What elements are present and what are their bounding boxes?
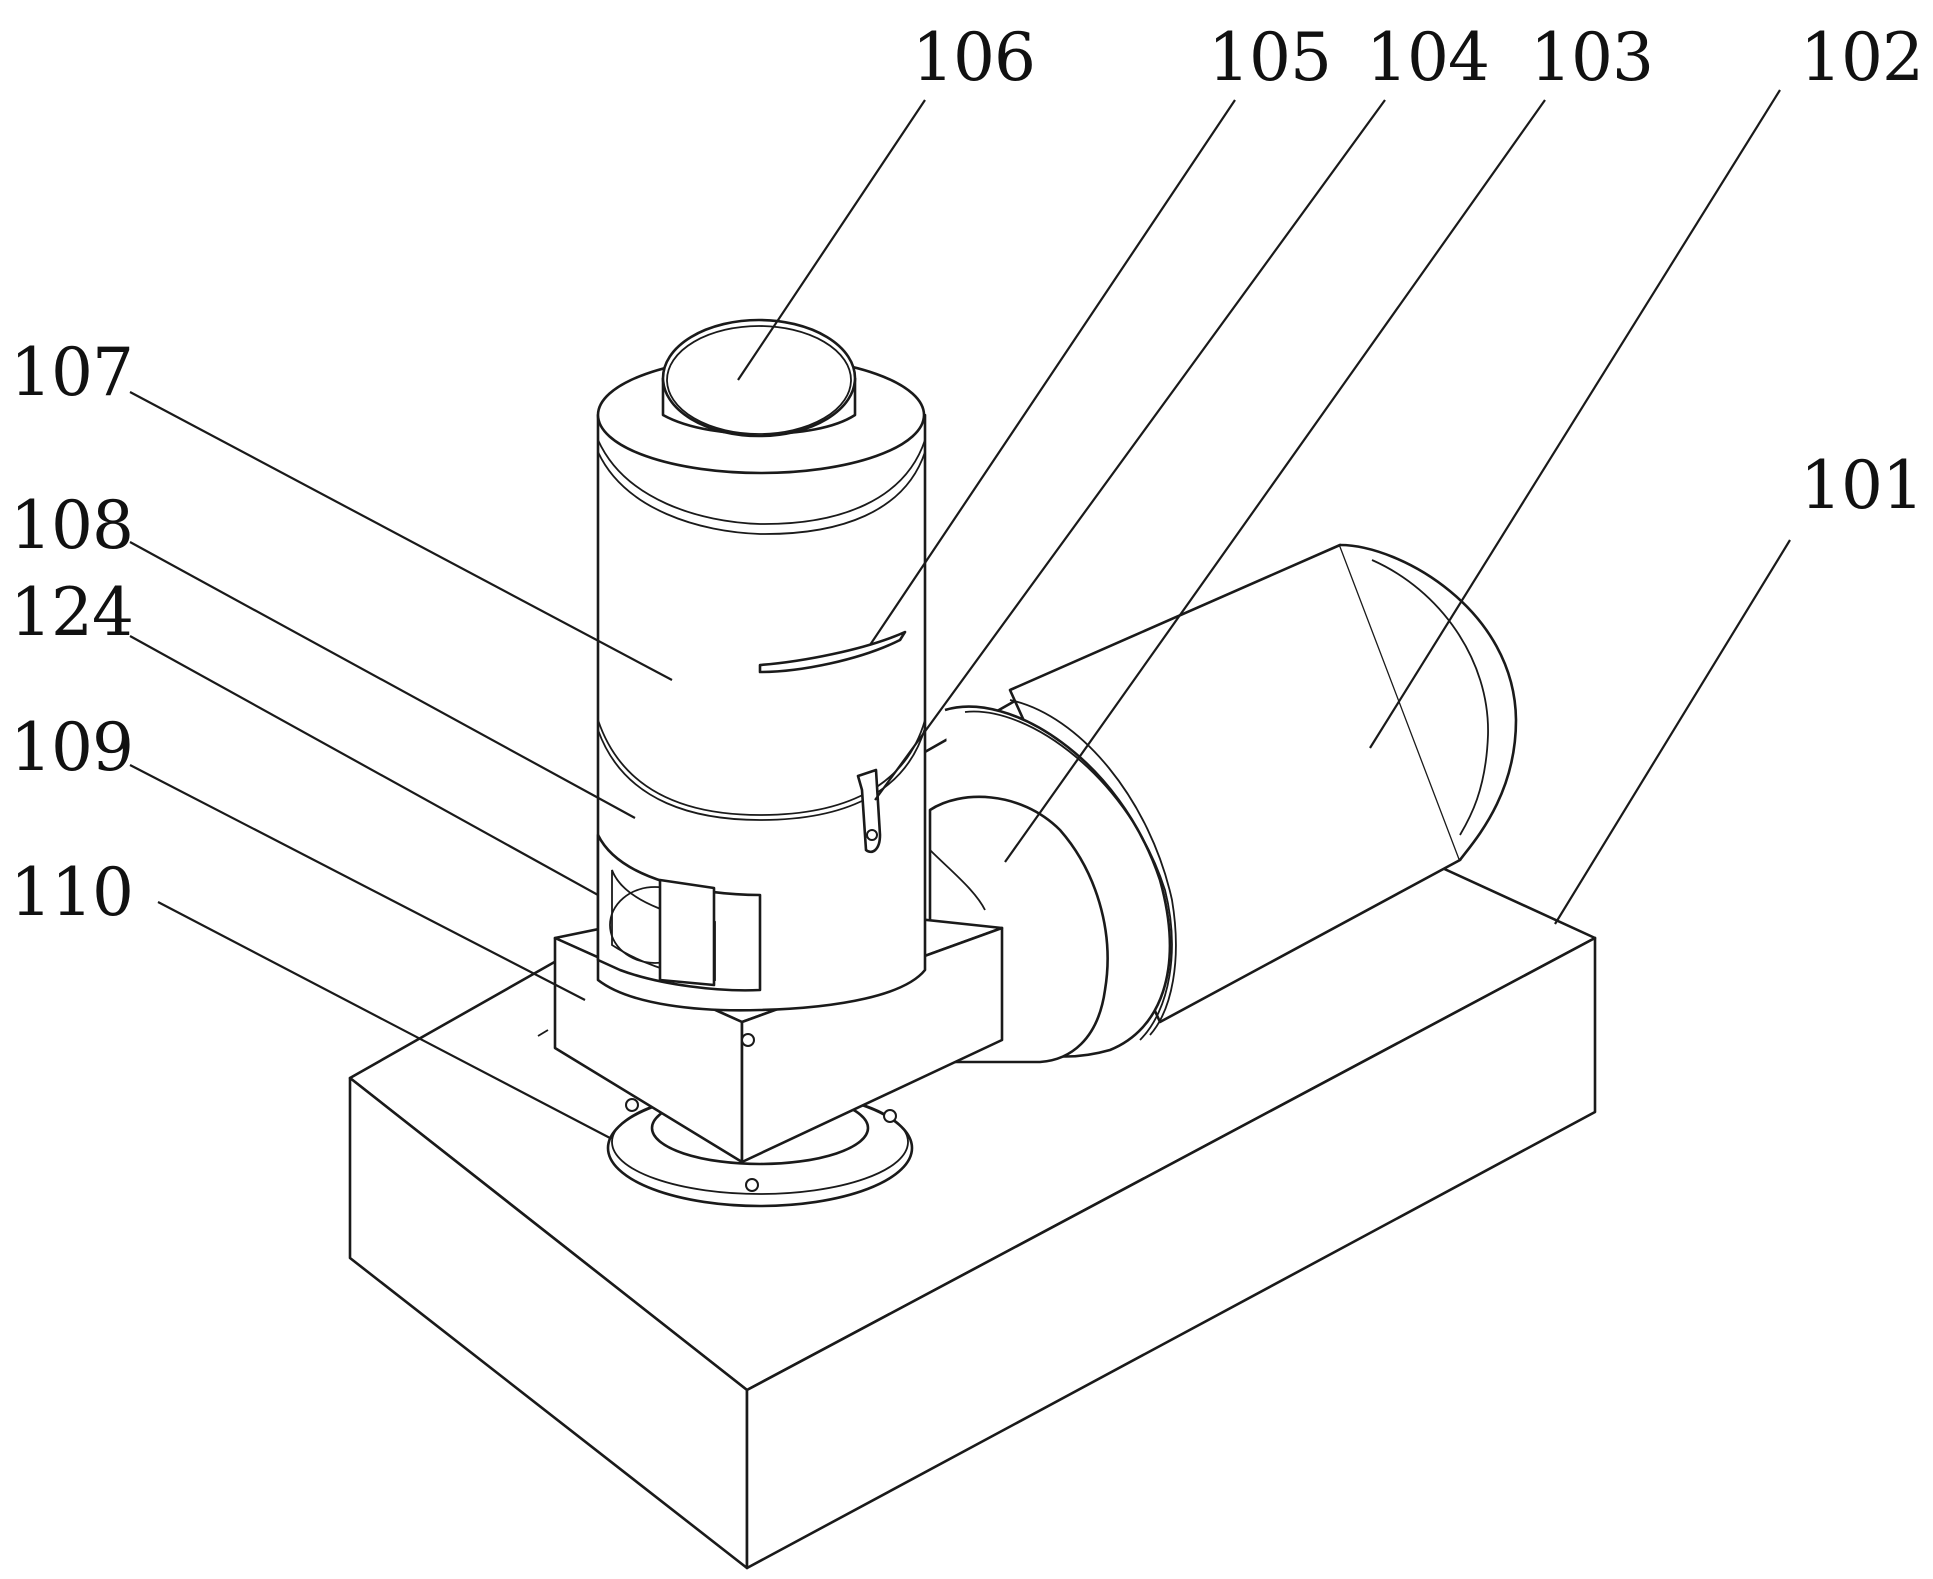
callout-105: 105	[1208, 19, 1331, 96]
leader-103	[1004, 99, 1546, 863]
window-opening	[596, 833, 762, 992]
latch	[856, 768, 882, 854]
callout-106: 106	[912, 19, 1035, 96]
leader-124	[129, 635, 599, 896]
leader-107	[129, 391, 673, 681]
leader-104	[874, 99, 1386, 801]
leader-108	[129, 541, 636, 819]
callout-110: 110	[10, 854, 133, 931]
callout-108: 108	[10, 487, 133, 564]
callout-104: 104	[1366, 19, 1489, 96]
callout-107: 107	[10, 334, 133, 411]
callout-labels: 106 105 104 103 102 101 107 108 124 109 …	[10, 19, 1924, 931]
leader-lines	[129, 89, 1791, 1139]
callout-102: 102	[1800, 19, 1923, 96]
guide-strip	[758, 630, 907, 674]
leader-102	[1369, 89, 1781, 749]
callout-109: 109	[10, 709, 133, 786]
top-neck	[661, 318, 857, 438]
leader-101	[1554, 539, 1791, 925]
leader-109	[129, 764, 586, 1001]
callout-124: 124	[10, 574, 133, 651]
leader-105	[869, 99, 1236, 646]
leader-110	[157, 901, 611, 1139]
callout-101: 101	[1800, 447, 1923, 524]
leader-106	[737, 99, 926, 381]
callout-103: 103	[1530, 19, 1653, 96]
